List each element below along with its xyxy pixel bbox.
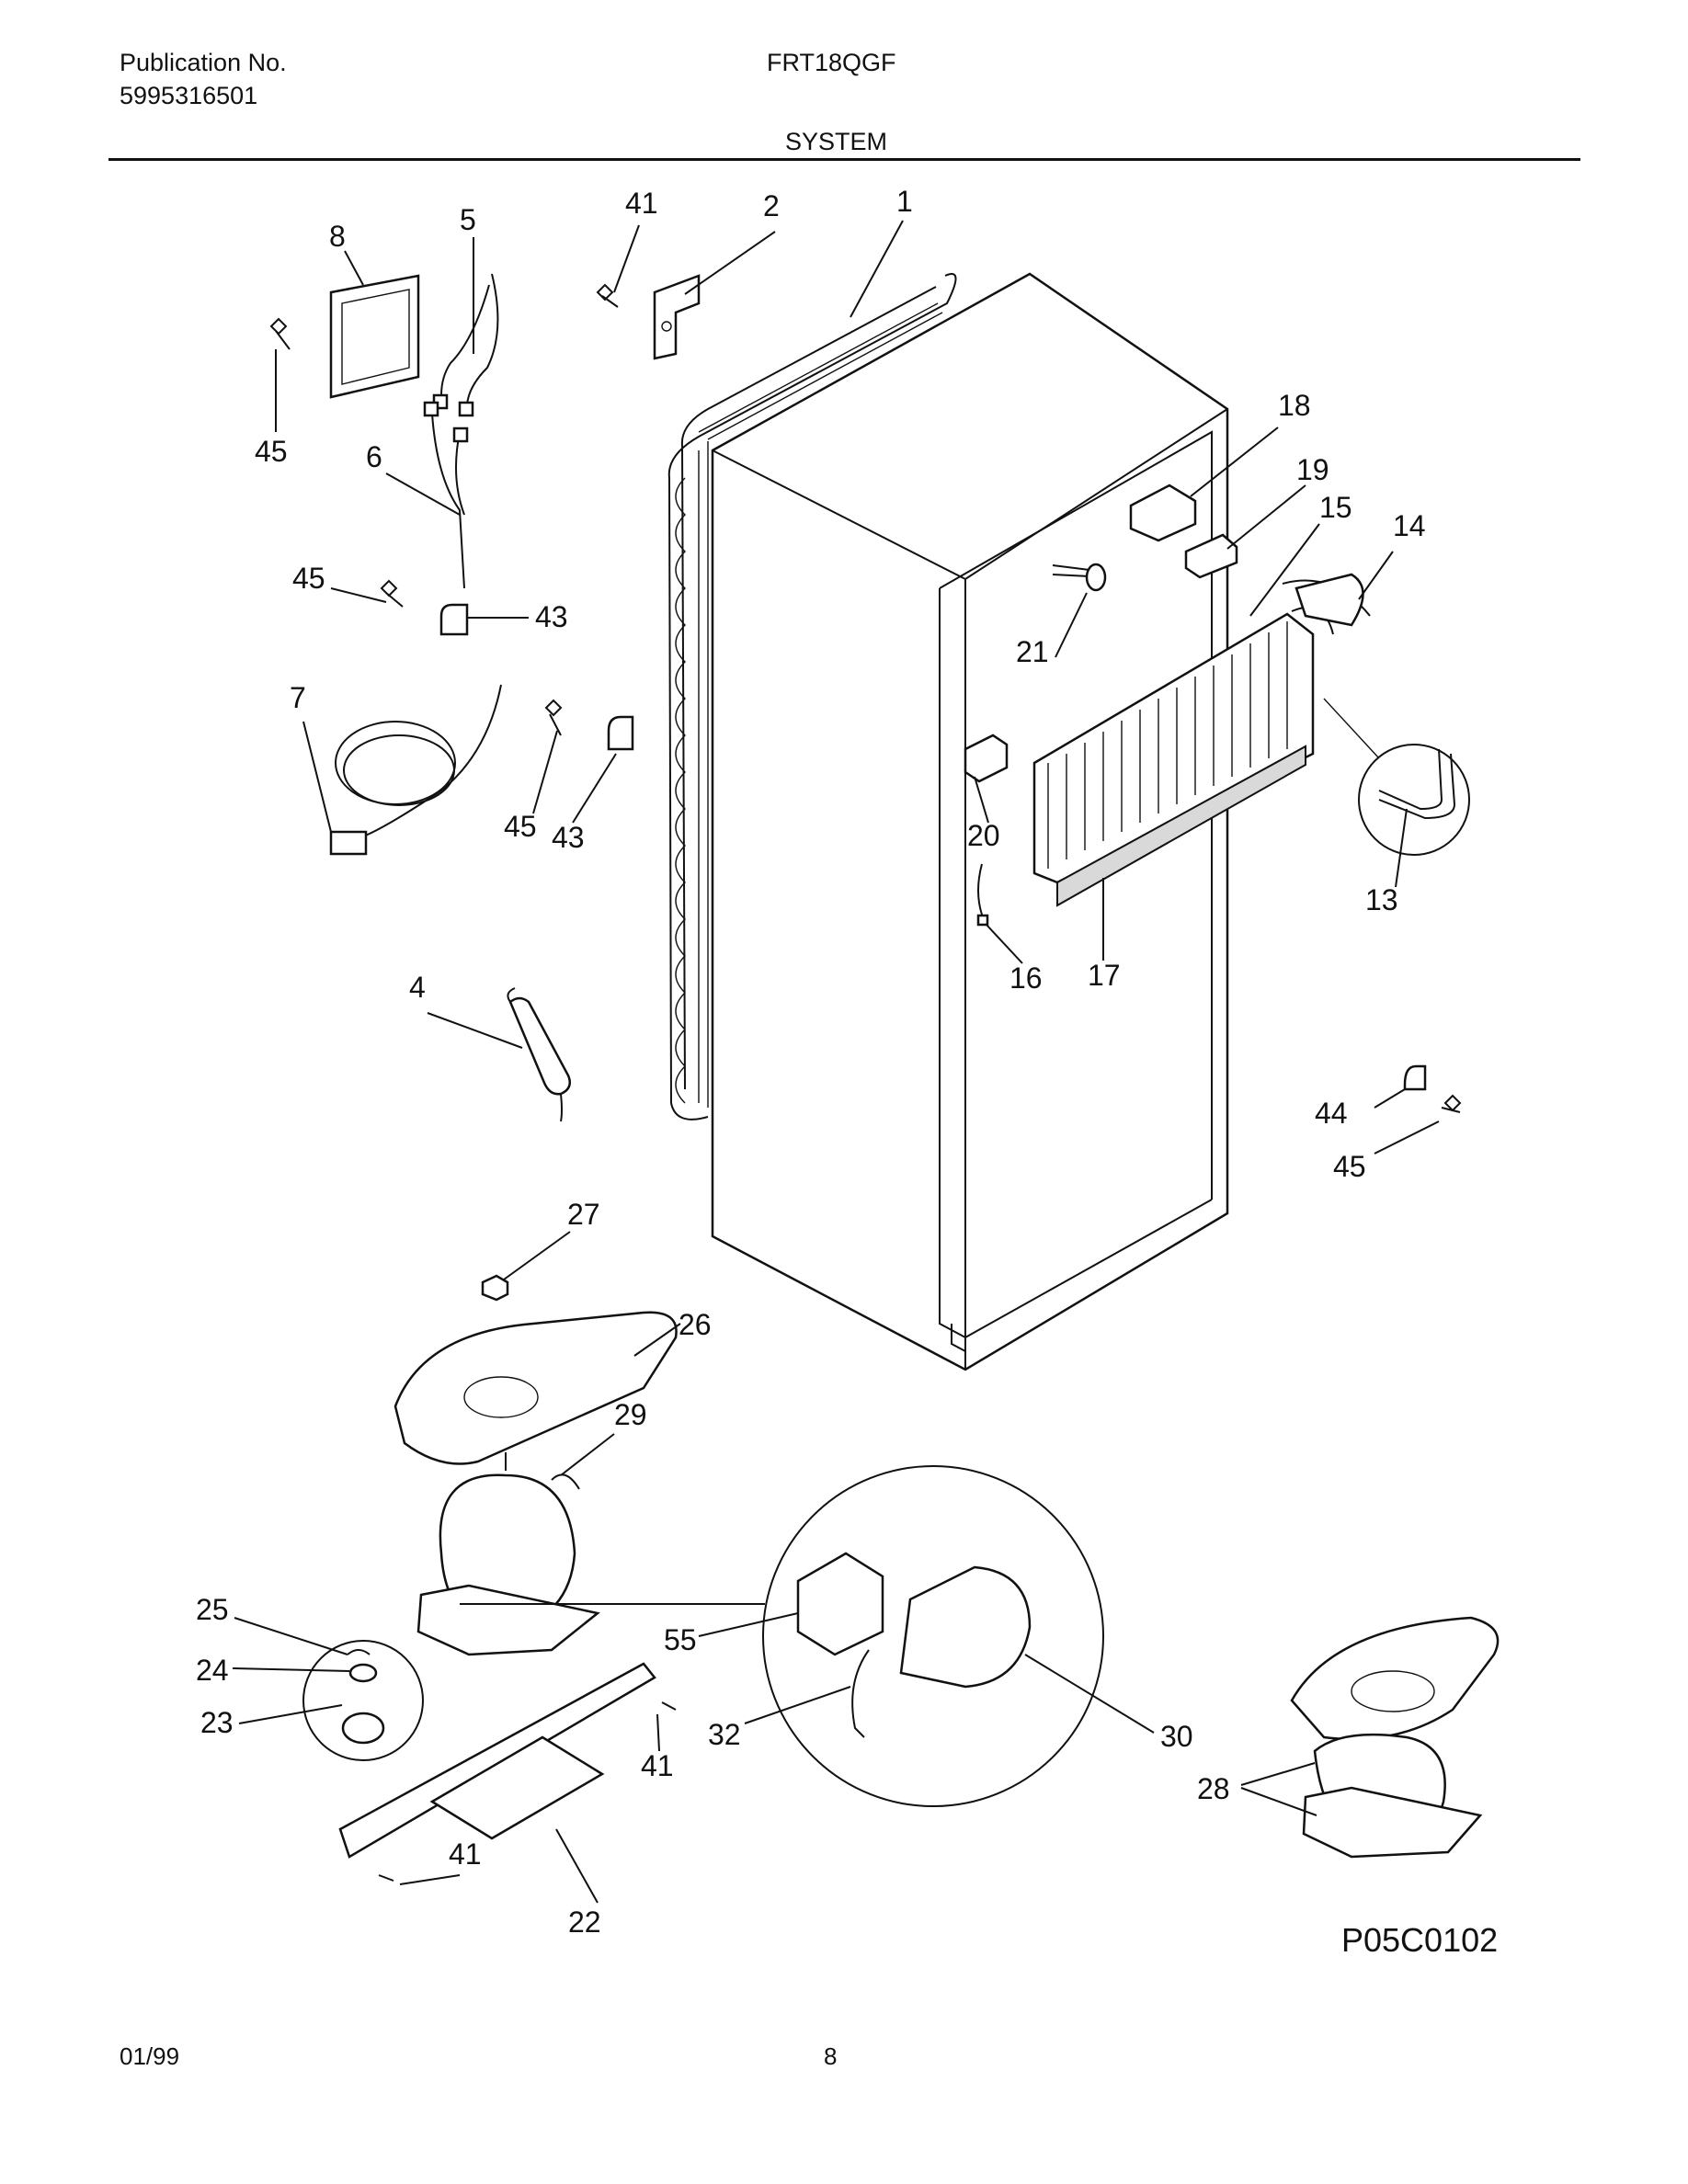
- callout: 45: [255, 435, 288, 468]
- callout: 44: [1315, 1097, 1348, 1130]
- callout: 1: [896, 185, 913, 218]
- part-2: [653, 274, 701, 360]
- callout: 43: [552, 821, 585, 854]
- callout: 29: [614, 1398, 647, 1431]
- part-5: [440, 273, 499, 405]
- callout: 16: [1009, 961, 1043, 995]
- callout: 27: [567, 1198, 600, 1231]
- drain-pan-26: [393, 1311, 678, 1465]
- power-cord: [335, 721, 456, 805]
- washer-24: [348, 1663, 378, 1683]
- part-19: [1184, 533, 1238, 579]
- cabinet: [711, 272, 1229, 1371]
- evaporator: [1032, 579, 1371, 907]
- base-rail-22: [338, 1662, 656, 1859]
- screw-45-c: [544, 699, 563, 736]
- publication-label: Publication No.: [120, 49, 287, 76]
- callout: 7: [290, 681, 306, 714]
- leader-lines: [232, 220, 1440, 1904]
- parts: [269, 273, 1500, 1882]
- publication-number: 5995316501: [120, 82, 258, 109]
- clamp-44: [1403, 1064, 1427, 1091]
- relay-30: [899, 1565, 1032, 1689]
- callout: 45: [292, 562, 325, 595]
- screw-41-bottom: [378, 1874, 394, 1882]
- model-number: FRT18QGF: [767, 49, 896, 76]
- plug: [329, 830, 368, 856]
- callout: 23: [200, 1706, 234, 1739]
- page-number: 8: [824, 2042, 838, 2070]
- header-divider: [108, 158, 1580, 161]
- callout: 8: [329, 220, 346, 253]
- inset-grommet: [302, 1640, 424, 1761]
- part-20: [964, 734, 1009, 783]
- footer-date: 01/99: [120, 2042, 180, 2070]
- callout: 55: [664, 1623, 697, 1656]
- callout: 41: [641, 1749, 674, 1782]
- callout: 5: [460, 203, 476, 236]
- compressor-28: [1290, 1616, 1500, 1741]
- callout: 21: [1016, 635, 1049, 668]
- callout: 41: [625, 187, 658, 220]
- relay-55: [796, 1552, 884, 1656]
- callout: 43: [535, 600, 568, 633]
- callout: 24: [196, 1654, 229, 1687]
- callout: 20: [967, 819, 1000, 852]
- clip-25: [347, 1649, 371, 1655]
- part-21: [1052, 564, 1090, 577]
- callouts: 1 2 41 5 8 45 6 45 43 7 45 43 4 18 19 15…: [196, 185, 1426, 1939]
- screw-45-a: [269, 317, 291, 350]
- callout: 13: [1365, 883, 1398, 916]
- callout: 26: [679, 1308, 712, 1341]
- screw-41-top: [596, 283, 619, 308]
- callout: 17: [1088, 959, 1121, 992]
- inset-13: [1358, 744, 1470, 856]
- callout: 25: [196, 1593, 229, 1626]
- callout: 14: [1393, 509, 1426, 542]
- nut-27: [481, 1274, 509, 1302]
- callout: 4: [409, 971, 426, 1004]
- grommet-23: [341, 1712, 385, 1745]
- screw-45-d: [1441, 1094, 1462, 1113]
- callout: 19: [1296, 453, 1329, 486]
- screw-45-b: [380, 579, 404, 608]
- callout: 6: [366, 440, 382, 473]
- diagram-reference-id: P05C0102: [1341, 1921, 1499, 1959]
- callout: 2: [763, 189, 780, 222]
- section-title: SYSTEM: [785, 128, 888, 155]
- callout: 22: [568, 1905, 601, 1939]
- screw-41-mid: [661, 1701, 677, 1711]
- callout: 30: [1160, 1720, 1193, 1753]
- clamp-43-b: [607, 715, 634, 751]
- callout: 41: [449, 1837, 482, 1871]
- wire-32: [851, 1649, 870, 1738]
- callout: 15: [1319, 491, 1352, 524]
- part-14: [1295, 573, 1364, 627]
- clamp-43-a: [439, 603, 469, 636]
- callout: 32: [708, 1718, 741, 1751]
- callout: 45: [1333, 1150, 1366, 1183]
- callout: 45: [504, 810, 537, 843]
- callout: 18: [1278, 389, 1311, 422]
- part-8: [329, 274, 420, 399]
- callout: 28: [1197, 1772, 1230, 1805]
- part-18: [1129, 483, 1197, 542]
- condenser-coil: [667, 273, 957, 1120]
- drier: [508, 996, 571, 1096]
- inset-relay: [762, 1465, 1104, 1807]
